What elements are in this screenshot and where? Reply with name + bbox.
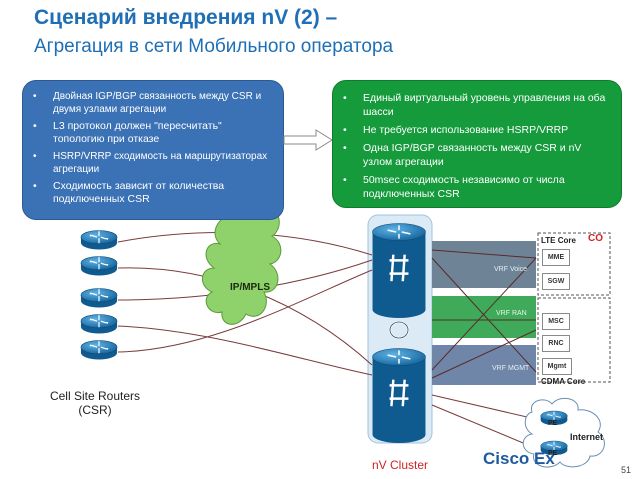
csr-router-4 — [80, 313, 118, 335]
csr-router-5 — [80, 339, 118, 361]
pe-label-2: PE — [548, 450, 558, 457]
lte-core-label: LTE Core — [541, 236, 576, 245]
left-callout-item: •L3 протокол должен "пересчитать" тополо… — [33, 120, 222, 145]
lte-core-box — [537, 232, 611, 296]
page-number: 51 — [621, 465, 632, 475]
mgmt-node: Mgmt — [542, 358, 572, 375]
nv-chassis-1 — [371, 222, 427, 319]
internet-label: Internet — [570, 432, 604, 442]
co-label: CO — [588, 233, 603, 244]
csr-router-1 — [80, 229, 118, 251]
msc-node: MSC — [542, 313, 570, 330]
left-callout-item: •Сходимость зависит от количества подклю… — [33, 180, 225, 205]
vrf-voice-band — [432, 241, 536, 288]
right-callout-item: •Одна IGP/BGP связанность между CSR и nV… — [343, 142, 582, 168]
slide-title: Сценарий внедрения nV (2) – — [34, 6, 338, 29]
csr-router-2 — [80, 255, 118, 277]
vrf-voice-label: VRF Voice — [494, 266, 528, 273]
vrf-mgmt-label: VRF MGMT — [492, 365, 530, 372]
left-callout-item: •HSRP/VRRP сходимость на маршрутизаторах… — [33, 151, 268, 175]
left-callout: •Двойная IGP/BGP связанность между CSR и… — [22, 80, 284, 220]
cisco-brand: Cisco Ex — [483, 449, 555, 468]
right-callout-item: •Не требуется использование HSRP/VRRP — [343, 124, 569, 136]
arrow-icon — [283, 129, 333, 151]
csr-router-3 — [80, 287, 118, 309]
vrf-ran-band — [432, 296, 536, 338]
ip-mpls-label: IP/MPLS — [230, 282, 271, 293]
mme-node: MME — [542, 249, 570, 266]
left-callout-item: •Двойная IGP/BGP связанность между CSR и… — [33, 91, 262, 115]
right-callout: •Единый виртуальный уровень управления н… — [332, 80, 622, 208]
vrf-ran-label: VRF RAN — [496, 310, 527, 317]
cdma-core-box — [537, 297, 611, 383]
slide-subtitle: Агрегация в сети Мобильного оператора — [34, 36, 394, 57]
cdma-core-label: CDMA Core — [541, 377, 586, 386]
pe-label-1: PE — [548, 420, 558, 427]
nv-cluster-label: nV Cluster — [372, 458, 429, 472]
right-callout-item: •50msec сходимость независимо от числа п… — [343, 174, 565, 200]
csr-label: Cell Site Routers (CSR) — [49, 389, 141, 417]
right-callout-item: •Единый виртуальный уровень управления н… — [343, 92, 606, 118]
sgw-node: SGW — [542, 273, 570, 290]
rnc-node: RNC — [542, 335, 570, 352]
nv-chassis-2 — [371, 347, 427, 444]
